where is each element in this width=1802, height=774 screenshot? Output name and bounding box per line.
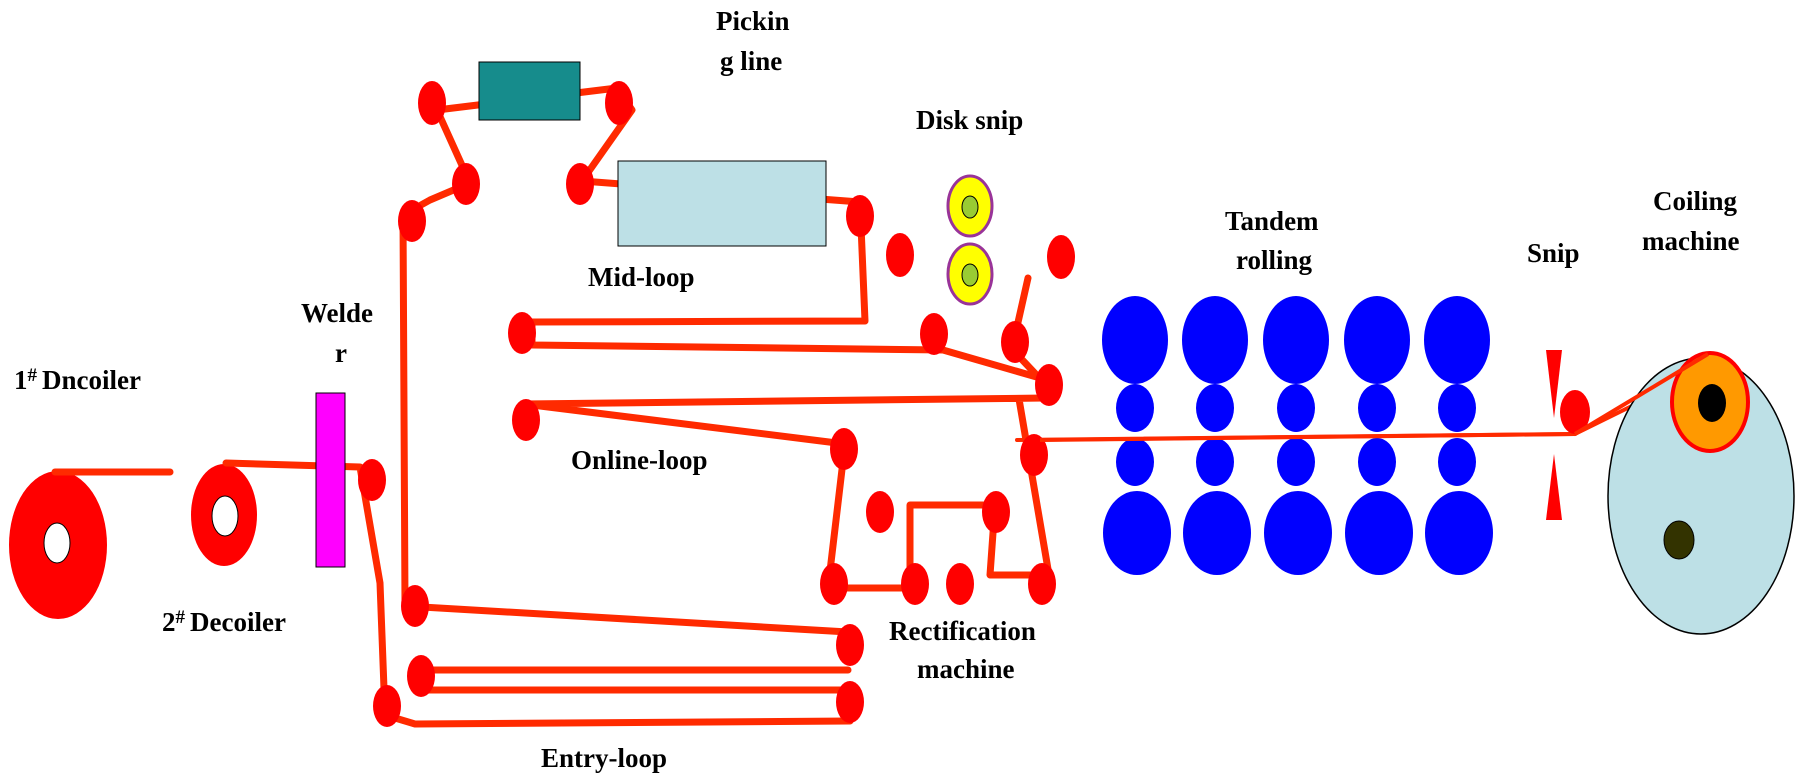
dncoiler-label: 1#Dncoiler <box>14 365 141 395</box>
snip-roller <box>1560 390 1590 434</box>
rectification-label-line1: Rectification <box>889 616 1036 646</box>
rectification-rollers <box>820 491 1056 605</box>
welder-label-line2: r <box>335 338 347 368</box>
dncoiler-icon <box>9 471 107 619</box>
online-loop-label: Online-loop <box>571 445 708 475</box>
snip-label: Snip <box>1527 238 1580 268</box>
tandem-label-line1: Tandem <box>1225 206 1319 236</box>
tandem-rolls-icon <box>1102 296 1493 575</box>
coiling-label-line1: Coiling <box>1653 186 1738 216</box>
coiling-machine-icon <box>1573 351 1795 635</box>
entry-loop-rollers <box>358 459 864 727</box>
mid-loop-box <box>617 160 827 247</box>
rectification-label-line2: machine <box>917 654 1015 684</box>
mid-loop-rollers <box>508 195 948 355</box>
disk-snip-rollers <box>886 233 1075 406</box>
entry-loop-label: Entry-loop <box>541 743 667 773</box>
decoiler-label: 2#Decoiler <box>162 607 286 637</box>
pickling-label-line2: g line <box>720 46 782 76</box>
mid-loop-label: Mid-loop <box>588 262 695 292</box>
decoiler-icon <box>191 464 257 566</box>
welder-icon <box>315 392 346 568</box>
tandem-strip <box>1039 432 1576 442</box>
welder-label-line1: Welde <box>301 298 373 328</box>
online-loop-rollers <box>512 399 1048 476</box>
snip-blade-icon <box>1546 350 1562 520</box>
pickling-label-line1: Pickin <box>716 6 790 36</box>
tandem-label-line2: rolling <box>1236 245 1313 275</box>
coiling-label-line2: machine <box>1642 226 1740 256</box>
pickling-tank-icon <box>478 61 581 121</box>
pickling-rollers <box>398 81 633 242</box>
disk-snip-icon <box>946 174 994 306</box>
disk-snip-label: Disk snip <box>916 105 1023 135</box>
